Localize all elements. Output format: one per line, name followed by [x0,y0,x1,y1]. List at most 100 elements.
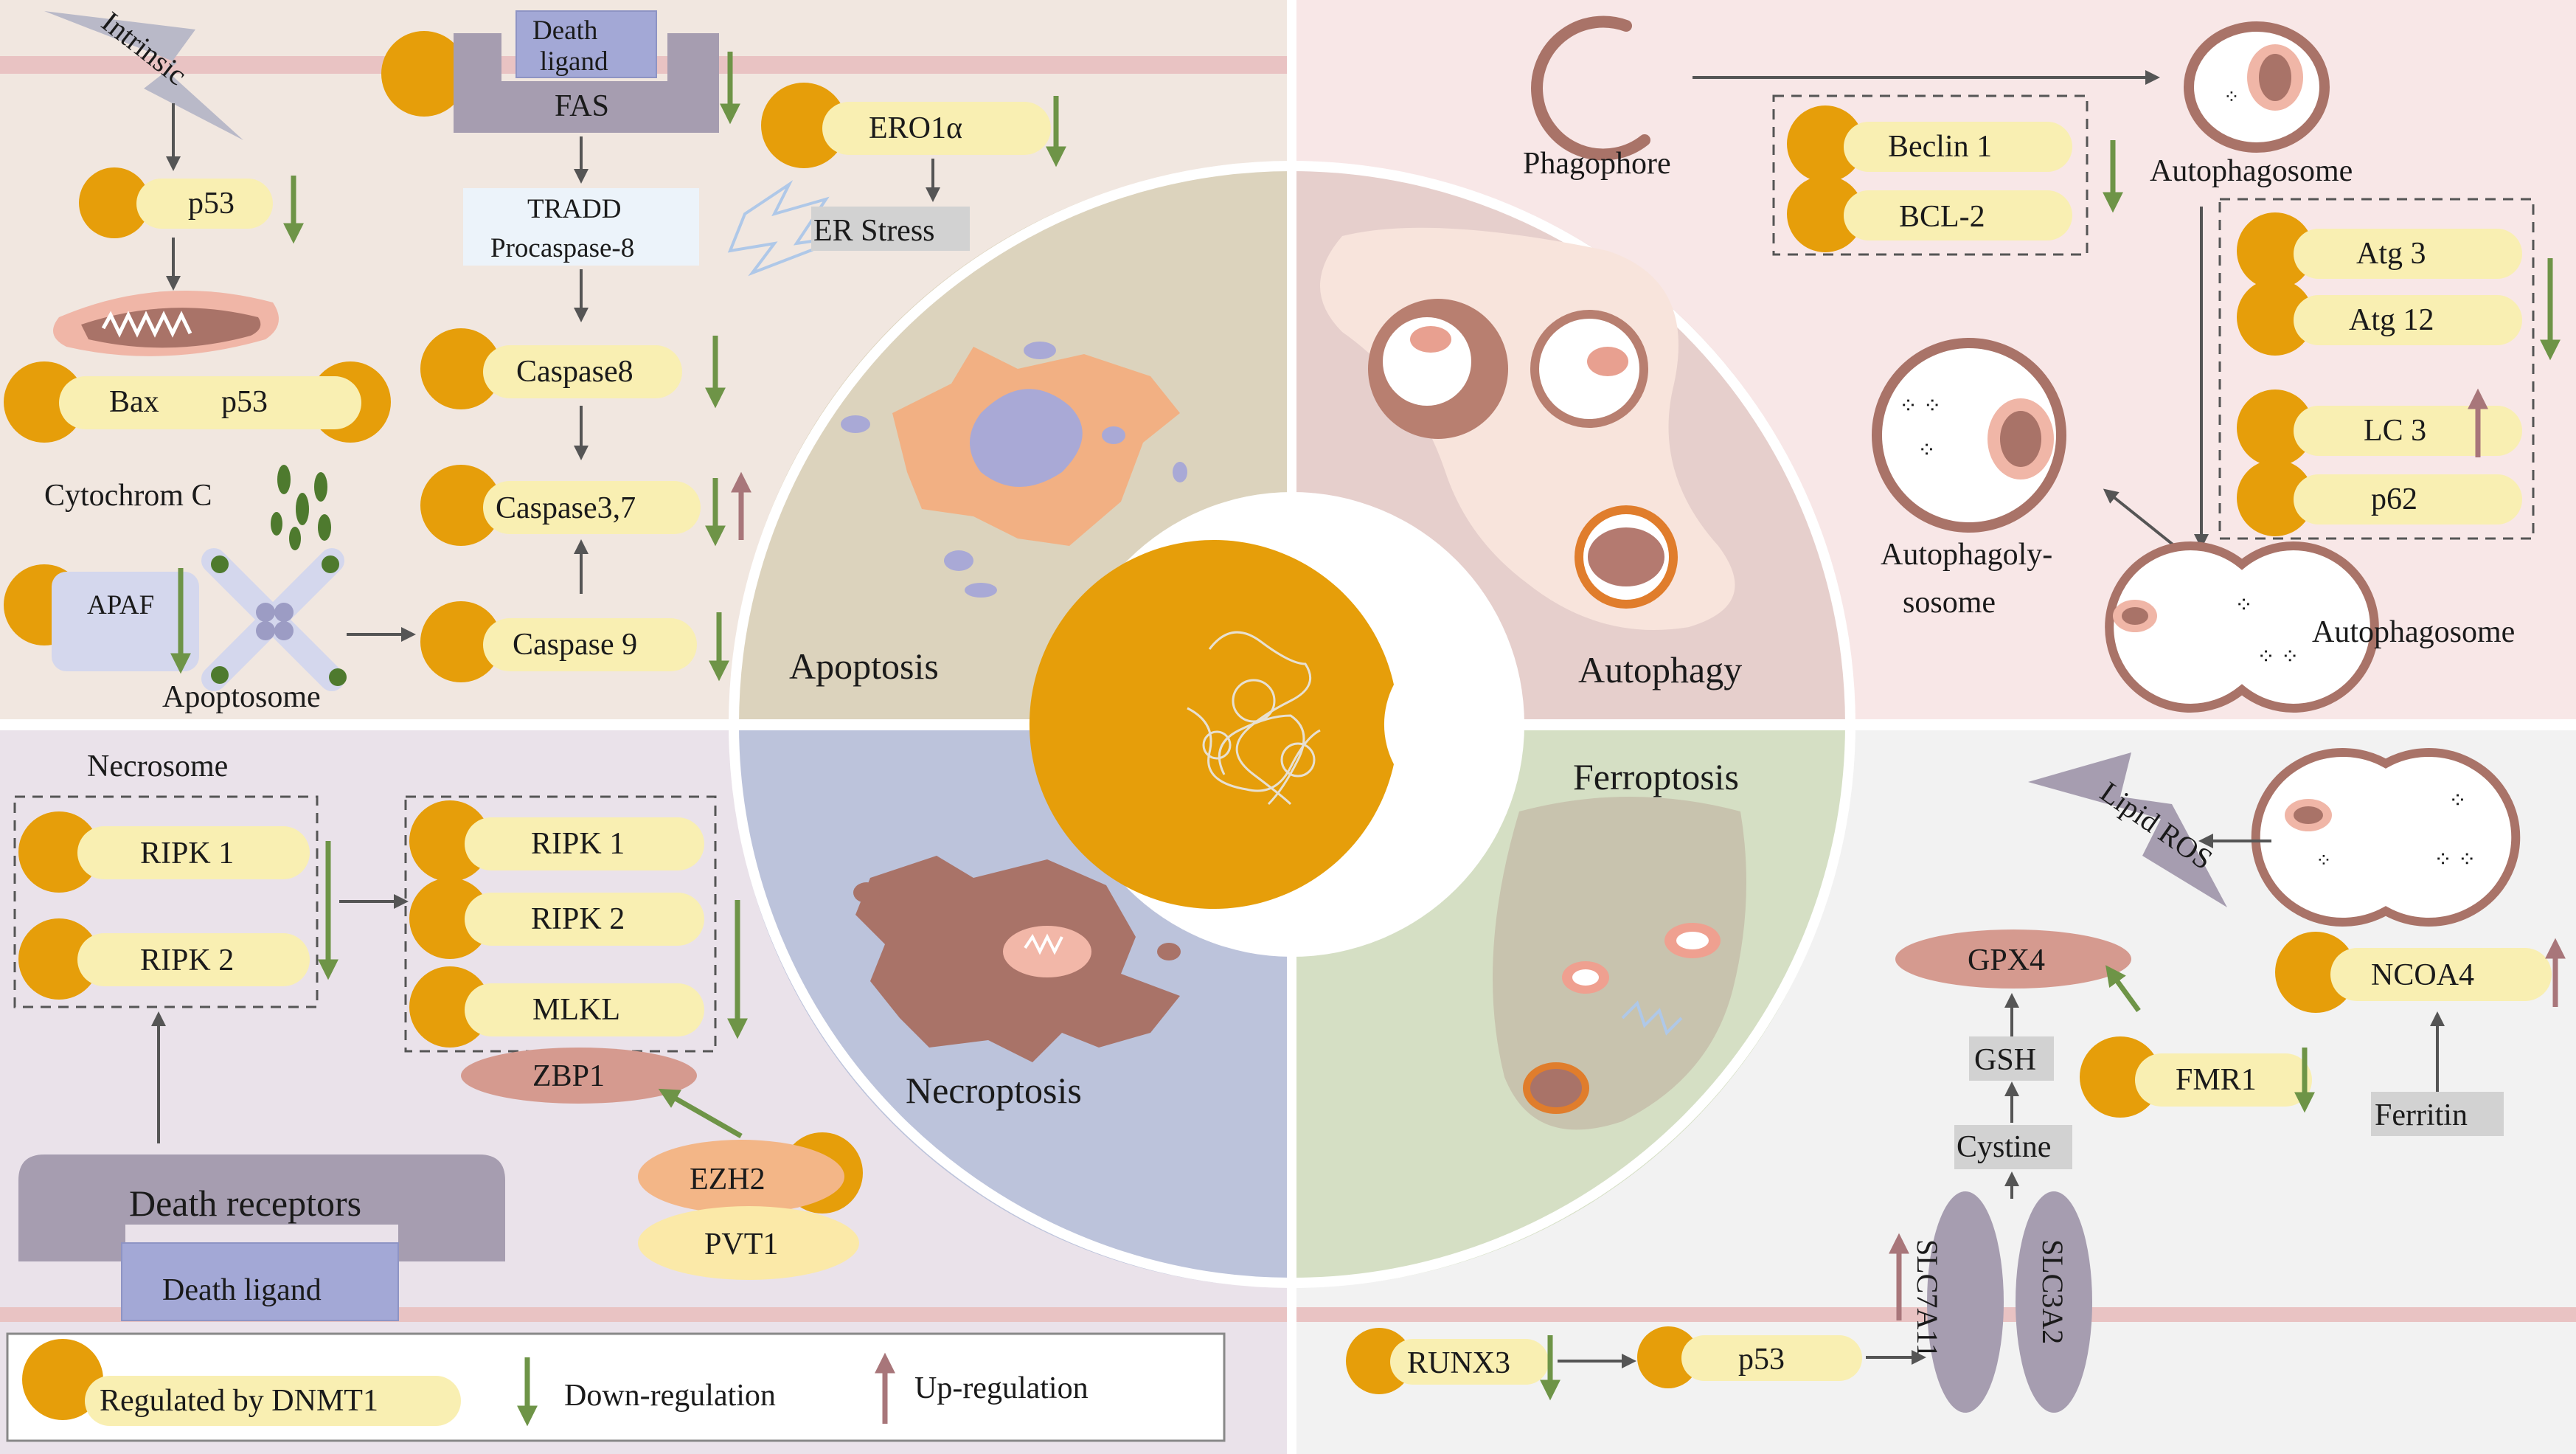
death-ligand-label: ligand [540,46,608,77]
apaf-label: APAF [87,590,154,620]
atg12-protein: Atg 12 [2237,279,2522,356]
apaf-protein: APAF [4,564,199,671]
autophagosome-icon: ⁘ [2184,21,2330,153]
ripk2-protein: RIPK 2 [18,918,310,1000]
cystine-label: Cystine [1957,1130,2051,1164]
ezh2-label: EZH2 [690,1163,765,1197]
legend-down-label: Down-regulation [564,1379,776,1413]
ripk1-label: RIPK 1 [140,837,234,870]
p62-label: p62 [2371,482,2417,516]
autophagy-cell-icon [1320,227,1735,630]
dnmt1-protein-icon [1029,540,1394,909]
svg-text:⁘ ⁘: ⁘ ⁘ [1899,394,1942,418]
lc3-label: LC 3 [2364,414,2426,448]
phagophore-label: Phagophore [1523,147,1671,181]
slc7a11-label: SLC7A11 [1911,1239,1944,1358]
ripk2-label: RIPK 2 [140,944,234,977]
bcl2-protein: BCL-2 [1787,176,2072,252]
lipid-ros-lightning-icon [2028,752,2227,907]
autophagosome-top-label: Autophagosome [2150,154,2353,188]
autophagolysosome-label-2: sosome [1903,586,1996,620]
atg3-label: Atg 3 [2356,237,2426,271]
cytochrome-c-label: Cytochrom C [44,479,212,513]
ripk1-protein: RIPK 1 [18,811,310,893]
caspase8-label: Caspase8 [516,355,633,389]
death-ligand-bottom-label: Death ligand [162,1273,322,1307]
death-receptors: Death receptors Death ligand [18,1154,505,1321]
caspase37-protein: Caspase3,7 [420,465,701,546]
ferroptosis-p53-label: p53 [1738,1343,1785,1377]
bax-label: Bax [109,385,159,419]
ferroptosis-autophagosome-icon: ⁘ ⁘ ⁘ ⁘ [2251,748,2521,927]
procaspase8-label: Procaspase-8 [490,233,634,263]
svg-text:⁘: ⁘ [2316,850,2332,871]
bax-p53-complex: Bax p53 [4,361,391,443]
p53-protein: p53 [79,167,273,238]
lc3-protein: LC 3 [2237,390,2522,466]
fas-label: FAS [555,89,609,123]
necrosome-group [13,795,319,1008]
mlkl-label: MLKL [532,993,620,1027]
phagophore-icon [1531,15,1650,161]
tradd-label: TRADD [527,194,621,224]
slc3a2-label: SLC3A2 [2036,1239,2069,1344]
gsh-box [1969,1036,2054,1081]
svg-text:⁘: ⁘ [1917,438,1936,463]
death-ligand-label: Death [532,15,598,46]
tradd-box [463,188,699,266]
death-receptors-label: Death receptors [129,1183,361,1224]
intrinsic-lightning-icon [44,11,243,140]
ripk2-b-label: RIPK 2 [531,902,625,936]
ripk1-b-protein: RIPK 1 [409,800,704,882]
caspase9-protein: Caspase 9 [420,601,697,682]
ncoa4-protein: NCOA4 [2275,932,2552,1013]
ero1a-label: ERO1α [869,111,962,145]
ferroptosis-label: Ferroptosis [1573,756,1739,797]
gpx4-label: GPX4 [1968,944,2045,977]
zbp1-protein [461,1048,697,1104]
mlkl-protein: MLKL [409,966,704,1048]
necroptosis-complex-group [404,795,717,1053]
gsh-label: GSH [1974,1043,2036,1077]
fmr1-label: FMR1 [2176,1063,2257,1097]
cytochrome-c-icon [271,465,331,550]
svg-text:⁘ ⁘: ⁘ ⁘ [2434,848,2476,872]
legend: Regulated by DNMT1 Down-regulation Up-re… [6,1332,1226,1442]
bcl2-label: BCL-2 [1899,200,1985,234]
ferritin-box [2371,1092,2504,1136]
er-stress-label: ER Stress [813,214,935,248]
beclin1-label: Beclin 1 [1888,130,1992,164]
ezh2-pvt1-complex: EZH2 PVT1 [638,1132,863,1280]
apoptotic-cell-icon [841,342,1187,598]
necroptosis-label: Necroptosis [906,1070,1082,1111]
autophagy-label: Autophagy [1578,649,1742,690]
beclin-bcl2-group [1772,94,2089,256]
ripk2-b-protein: RIPK 2 [409,878,704,959]
slc3a2-transporter [2016,1191,2092,1413]
runx3-label: RUNX3 [1407,1346,1510,1380]
center-wheel [729,161,1858,1291]
ferroptosis-cell-icon [1493,797,1746,1130]
ero1a-protein: ERO1α [761,83,1051,168]
autophagosome-bottom-label: Autophagosome [2312,615,2515,649]
zbp1-label: ZBP1 [532,1059,605,1093]
p62-protein: p62 [2237,460,2522,536]
autophagolysosome-icon: ⁘ ⁘ ⁘ [1872,338,2066,533]
gpx4-protein [1895,929,2131,989]
legend-up-label: Up-regulation [914,1371,1089,1405]
legend-regulated-label: Regulated by DNMT1 [100,1384,378,1418]
necrosome-label: Necrosome [87,749,228,783]
beclin1-protein: Beclin 1 [1787,105,2072,182]
autophagosome-fusion-icon: ⁘ ⁘ ⁘ [2105,541,2379,713]
caspase9-label: Caspase 9 [513,628,637,662]
slc7a11-transporter [1927,1191,2004,1413]
svg-text:⁘: ⁘ [2235,593,2253,617]
apoptosome-icon [201,548,347,691]
atg3-protein: Atg 3 [2237,212,2522,289]
caspase37-label: Caspase3,7 [496,491,636,525]
er-stress-box [811,207,970,251]
cystine-box [1954,1125,2072,1169]
fmr1-protein: FMR1 [2080,1036,2312,1118]
fas-receptor: Death ligand FAS [381,10,719,133]
caspase8-protein: Caspase8 [420,328,682,409]
